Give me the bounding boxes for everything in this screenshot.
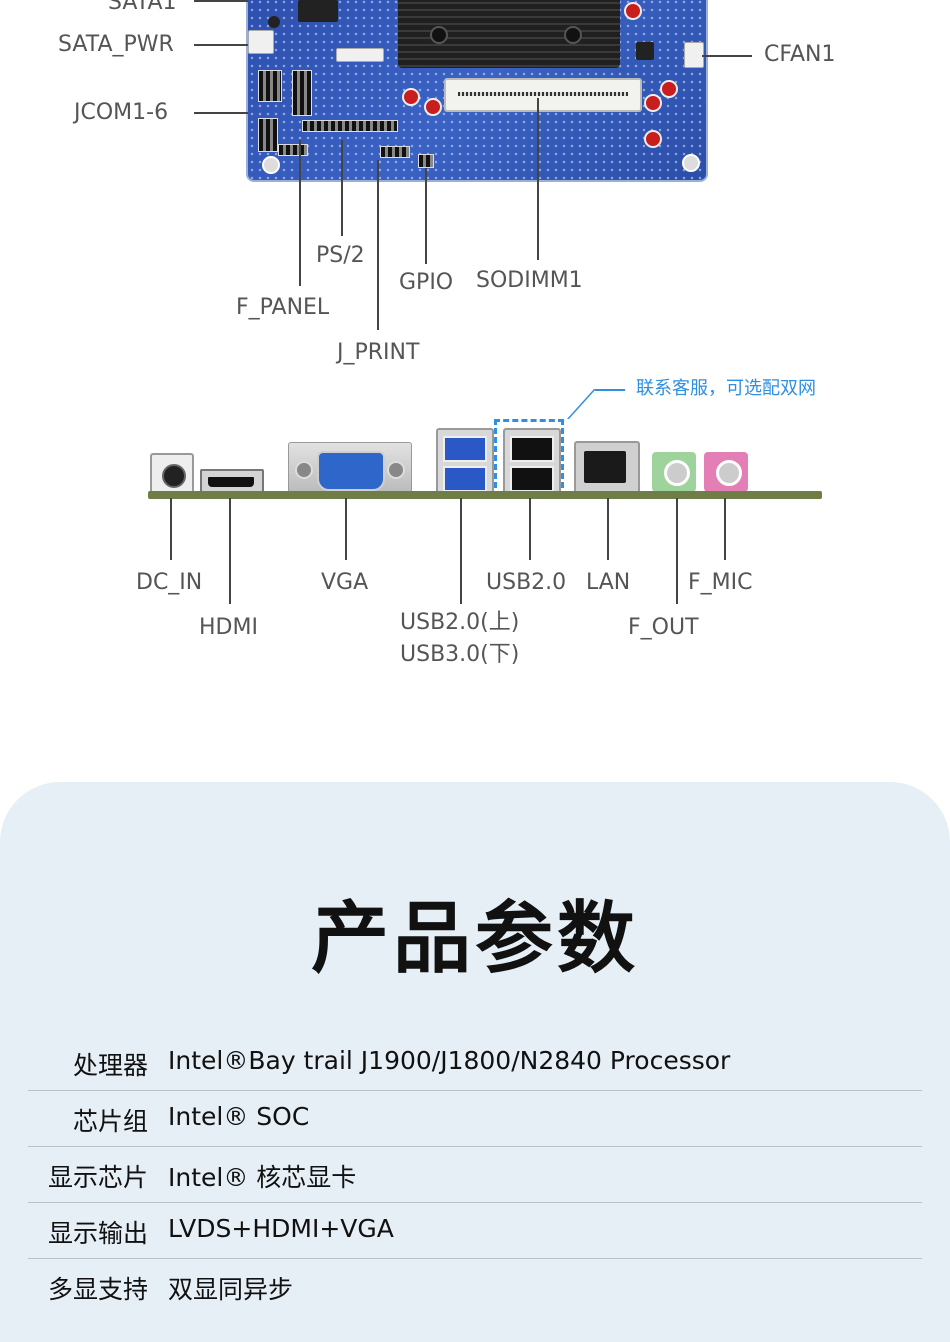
param-value: Intel® SOC <box>168 1102 310 1131</box>
cfan-connector <box>684 42 704 68</box>
pin-header <box>278 144 308 156</box>
param-row: 显示输出 LVDS+HDMI+VGA <box>28 1202 922 1259</box>
leader-line <box>460 498 462 604</box>
label-sata1: SATA1 <box>108 0 177 15</box>
capacitor <box>424 98 442 116</box>
leader-line <box>724 498 726 560</box>
label-usb20: USB2.0 <box>486 570 567 595</box>
dc-in-port <box>150 453 194 497</box>
label-vga: VGA <box>321 570 369 595</box>
vga-port <box>288 442 412 496</box>
leader-line <box>194 112 248 114</box>
pin-header <box>258 118 278 152</box>
label-jcom: JCOM1-6 <box>74 100 169 125</box>
label-dc-in: DC_IN <box>136 570 203 595</box>
pin-header <box>292 70 312 116</box>
leader-line <box>194 0 248 2</box>
label-sata-pwr: SATA_PWR <box>58 32 174 57</box>
leader-line <box>229 498 231 604</box>
param-key: 处理器 <box>72 1051 148 1080</box>
leader-line <box>299 140 301 286</box>
param-key: 显示芯片 <box>47 1163 148 1192</box>
leader-line <box>345 498 347 560</box>
param-key: 多显支持 <box>47 1275 148 1304</box>
label-f-out: F_OUT <box>628 615 699 640</box>
pcb-edge <box>148 491 822 499</box>
label-gpio: GPIO <box>399 270 454 295</box>
capacitor <box>644 130 662 148</box>
capacitor <box>660 80 678 98</box>
usb20-port <box>443 436 487 462</box>
leader-line <box>537 98 539 260</box>
leader-line <box>377 160 379 330</box>
buzzer <box>268 16 280 28</box>
params-title: 产品参数 <box>310 894 639 984</box>
lan-port <box>574 441 640 497</box>
heatsink-screw <box>564 26 582 44</box>
label-sodimm1: SODIMM1 <box>476 268 583 293</box>
label-ps2: PS/2 <box>316 243 365 268</box>
params-panel <box>0 782 950 1342</box>
usb20-port <box>510 436 554 462</box>
label-cfan1: CFAN1 <box>764 42 836 67</box>
chip <box>636 42 654 60</box>
heatsink-screw <box>430 26 448 44</box>
line-out-jack <box>652 452 696 492</box>
callout-line <box>595 389 625 391</box>
leader-line <box>194 44 248 46</box>
sata-power-connector <box>248 30 274 54</box>
leader-line <box>676 498 678 604</box>
usb30-port <box>443 466 487 492</box>
pin-header <box>380 146 410 158</box>
param-row: 显示芯片 Intel® 核芯显卡 <box>28 1146 922 1203</box>
capacitor <box>644 94 662 112</box>
param-value: LVDS+HDMI+VGA <box>168 1214 394 1243</box>
usb-stack-port <box>436 428 494 496</box>
mount-hole <box>682 154 700 172</box>
leader-line <box>607 498 609 560</box>
dual-lan-callout: 联系客服，可选配双网 <box>636 378 816 399</box>
vga-screw <box>387 461 405 479</box>
capacitor <box>402 88 420 106</box>
capacitor <box>624 2 642 20</box>
leader-line <box>529 498 531 560</box>
dual-lan-option-highlight <box>494 419 564 497</box>
sodimm-slot <box>444 78 642 112</box>
label-hdmi: HDMI <box>199 615 258 640</box>
label-f-panel: F_PANEL <box>236 295 330 320</box>
vga-screw <box>295 461 313 479</box>
chip <box>298 0 338 22</box>
param-row: 多显支持 双显同异步 <box>28 1258 922 1314</box>
label-j-print: J_PRINT <box>337 340 420 365</box>
leader-line <box>702 55 752 57</box>
pin-header <box>302 120 398 132</box>
callout-line <box>566 389 596 419</box>
label-lan: LAN <box>586 570 631 595</box>
cpu-heatsink <box>398 0 620 68</box>
pin-header <box>258 70 282 102</box>
param-key: 显示输出 <box>47 1219 148 1248</box>
vga-connector <box>317 451 385 491</box>
param-value: Intel® 核芯显卡 <box>168 1163 357 1192</box>
label-usb-stack-top: USB2.0(上) <box>400 610 520 635</box>
mount-hole <box>262 156 280 174</box>
white-connector <box>336 48 384 62</box>
param-value: 双显同异步 <box>168 1275 294 1304</box>
param-key: 芯片组 <box>72 1107 148 1136</box>
motherboard-image <box>246 0 708 182</box>
mic-jack <box>704 452 748 492</box>
gpio-header <box>418 154 434 168</box>
param-value: Intel®Bay trail J1900/J1800/N2840 Proces… <box>168 1046 731 1075</box>
param-row: 芯片组 Intel® SOC <box>28 1090 922 1147</box>
leader-line <box>170 498 172 560</box>
param-row: 处理器 Intel®Bay trail J1900/J1800/N2840 Pr… <box>28 1034 922 1091</box>
leader-line <box>341 140 343 236</box>
label-usb-stack-bottom: USB3.0(下) <box>400 642 520 667</box>
leader-line <box>425 168 427 264</box>
label-f-mic: F_MIC <box>688 570 753 595</box>
